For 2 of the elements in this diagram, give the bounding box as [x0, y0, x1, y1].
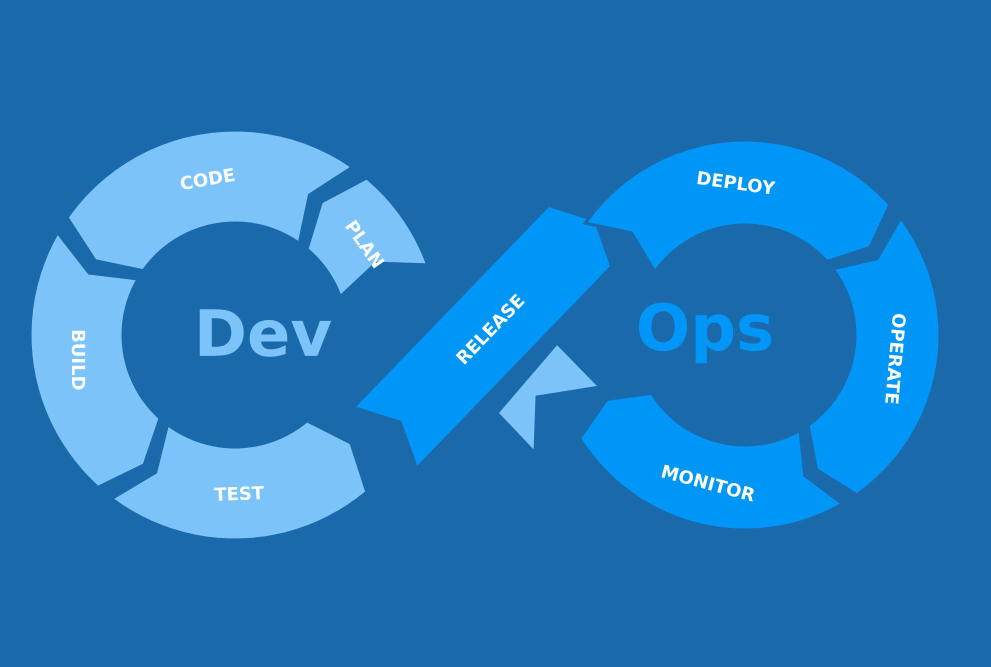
center-title: Dev	[200, 309, 332, 357]
center-title: Ops	[639, 302, 772, 364]
